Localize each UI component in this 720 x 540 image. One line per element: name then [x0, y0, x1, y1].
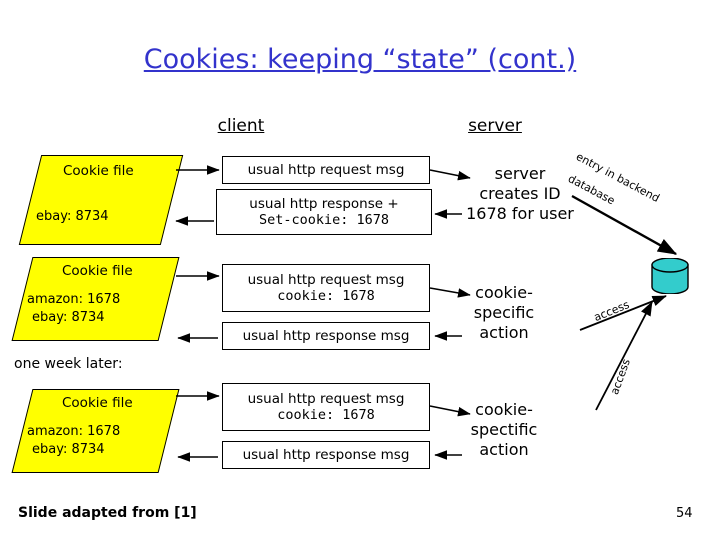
message-box-6-line-1: usual http response msg [242, 447, 410, 463]
server-note-2-line-1: cookie- [475, 283, 533, 302]
message-box-5: usual http request msg cookie: 1678 [222, 383, 430, 431]
server-note-3: cookie- spectific action [444, 400, 564, 460]
message-box-1: usual http request msg [222, 156, 430, 184]
message-box-2-line-2: Set-cookie: 1678 [258, 212, 390, 228]
footer-credit: Slide adapted from [1] [18, 505, 197, 521]
annotation-access-1: access [592, 298, 632, 325]
page-number: 54 [676, 506, 693, 521]
database-cylinder-icon [650, 257, 690, 295]
message-box-4-line-1: usual http response msg [242, 328, 410, 344]
cookie-file-1-title: Cookie file [63, 163, 134, 179]
message-box-3-line-2: cookie: 1678 [277, 288, 375, 304]
server-note-1-line-3: 1678 for user [466, 204, 574, 223]
cookie-file-3-line-2: ebay: 8734 [32, 442, 105, 457]
server-note-2-line-2: specific [473, 303, 535, 322]
message-box-3: usual http request msg cookie: 1678 [222, 264, 430, 312]
cookie-file-2-title: Cookie file [62, 263, 133, 279]
cookie-file-1-line-1: ebay: 8734 [36, 209, 109, 224]
annotation-access-2: access [608, 357, 633, 397]
server-note-1-line-1: server [494, 164, 546, 183]
cookie-file-3-line-1: amazon: 1678 [27, 424, 121, 439]
server-note-1: server creates ID 1678 for user [440, 164, 600, 224]
server-note-3-line-2: spectific [470, 420, 538, 439]
server-note-2-line-3: action [479, 323, 529, 342]
server-note-3-line-1: cookie- [475, 400, 533, 419]
message-box-3-line-1: usual http request msg [247, 272, 405, 288]
server-note-1-line-2: creates ID [479, 184, 561, 203]
note-one-week-later: one week later: [14, 356, 123, 372]
message-box-5-line-2: cookie: 1678 [277, 407, 375, 423]
cookie-file-3-title: Cookie file [62, 395, 133, 411]
message-box-1-line-1: usual http request msg [247, 162, 405, 178]
message-box-5-line-1: usual http request msg [247, 391, 405, 407]
page-title: Cookies: keeping “state” (cont.) [143, 44, 577, 75]
column-header-server: server [468, 116, 522, 136]
column-header-client: client [217, 116, 265, 136]
cookie-file-2-line-2: ebay: 8734 [32, 310, 105, 325]
server-note-3-line-3: action [479, 440, 529, 459]
message-box-2: usual http response + Set-cookie: 1678 [216, 189, 432, 235]
cookie-file-2-line-1: amazon: 1678 [27, 292, 121, 307]
server-note-2: cookie- specific action [444, 283, 564, 343]
message-box-6: usual http response msg [222, 441, 430, 469]
message-box-2-line-1: usual http response + [249, 196, 399, 212]
message-box-4: usual http response msg [222, 322, 430, 350]
